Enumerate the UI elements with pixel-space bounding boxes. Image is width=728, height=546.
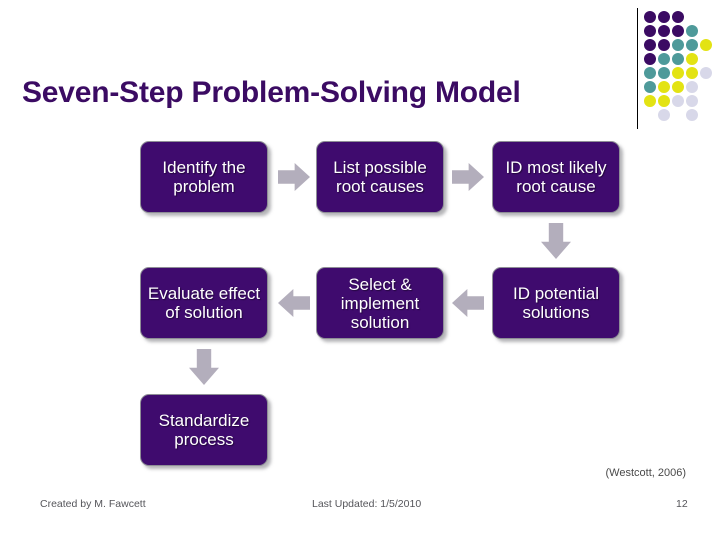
- decorative-dot: [672, 67, 684, 79]
- decorative-dot: [658, 11, 670, 23]
- flow-node-label: Evaluate effect of solution: [147, 284, 261, 322]
- flow-node-step-5[interactable]: Select & implement solution: [316, 267, 444, 339]
- decorative-dot: [672, 53, 684, 65]
- flow-node-step-3[interactable]: ID most likely root cause: [492, 141, 620, 213]
- decorative-dot: [644, 25, 656, 37]
- flow-arrow-1-to-2: [278, 163, 310, 191]
- flow-node-label: List possible root causes: [333, 158, 427, 196]
- flow-node-step-7[interactable]: Standardize process: [140, 394, 268, 466]
- flow-arrow-6-to-7: [189, 349, 219, 385]
- flow-node-label: Standardize process: [158, 411, 250, 449]
- flow-node-label: ID potential solutions: [513, 284, 599, 322]
- decorative-dot: [686, 95, 698, 107]
- decorative-vertical-rule: [637, 8, 638, 129]
- slide-footer: Created by M. Fawcett Last Updated: 1/5/…: [0, 498, 728, 518]
- flow-arrow-4-to-5: [452, 289, 484, 317]
- flow-arrow-5-to-6: [278, 289, 310, 317]
- decorative-dot: [700, 67, 712, 79]
- decorative-dot: [686, 53, 698, 65]
- flow-arrow-3-to-4: [541, 223, 571, 259]
- decorative-dot: [658, 39, 670, 51]
- footer-page-number: 12: [676, 498, 688, 510]
- flow-arrow-2-to-3: [452, 163, 484, 191]
- decorative-dot: [672, 11, 684, 23]
- decorative-dot: [658, 109, 670, 121]
- footer-created-by: Created by M. Fawcett: [40, 498, 146, 510]
- decorative-dot: [686, 25, 698, 37]
- decorative-dot: [658, 81, 670, 93]
- flow-node-label: Identify the problem: [162, 158, 246, 196]
- decorative-dot: [658, 95, 670, 107]
- decorative-dot: [672, 39, 684, 51]
- flow-node-step-6[interactable]: Evaluate effect of solution: [140, 267, 268, 339]
- decorative-dot: [644, 95, 656, 107]
- citation-text: (Westcott, 2006): [605, 467, 687, 479]
- decorative-dot: [644, 81, 656, 93]
- flow-node-step-1[interactable]: Identify the problem: [140, 141, 268, 213]
- decorative-dot: [672, 25, 684, 37]
- decorative-dot: [700, 39, 712, 51]
- flow-node-label: Select & implement solution: [340, 274, 420, 332]
- decorative-dot: [644, 53, 656, 65]
- decorative-dot: [644, 11, 656, 23]
- decorative-dot: [686, 39, 698, 51]
- flow-node-step-2[interactable]: List possible root causes: [316, 141, 444, 213]
- page-title: Seven-Step Problem-Solving Model: [22, 76, 521, 109]
- decorative-dot: [644, 67, 656, 79]
- footer-last-updated: Last Updated: 1/5/2010: [312, 498, 422, 510]
- decorative-dot: [686, 67, 698, 79]
- decorative-dot: [658, 53, 670, 65]
- flow-node-step-4[interactable]: ID potential solutions: [492, 267, 620, 339]
- decorative-dot: [658, 67, 670, 79]
- decorative-dot: [672, 95, 684, 107]
- decorative-dot: [686, 109, 698, 121]
- decorative-dot: [644, 39, 656, 51]
- flow-node-label: ID most likely root cause: [505, 158, 607, 196]
- decorative-dot: [658, 25, 670, 37]
- decorative-dot: [686, 81, 698, 93]
- decorative-dot-grid: [644, 11, 724, 131]
- decorative-dot: [672, 81, 684, 93]
